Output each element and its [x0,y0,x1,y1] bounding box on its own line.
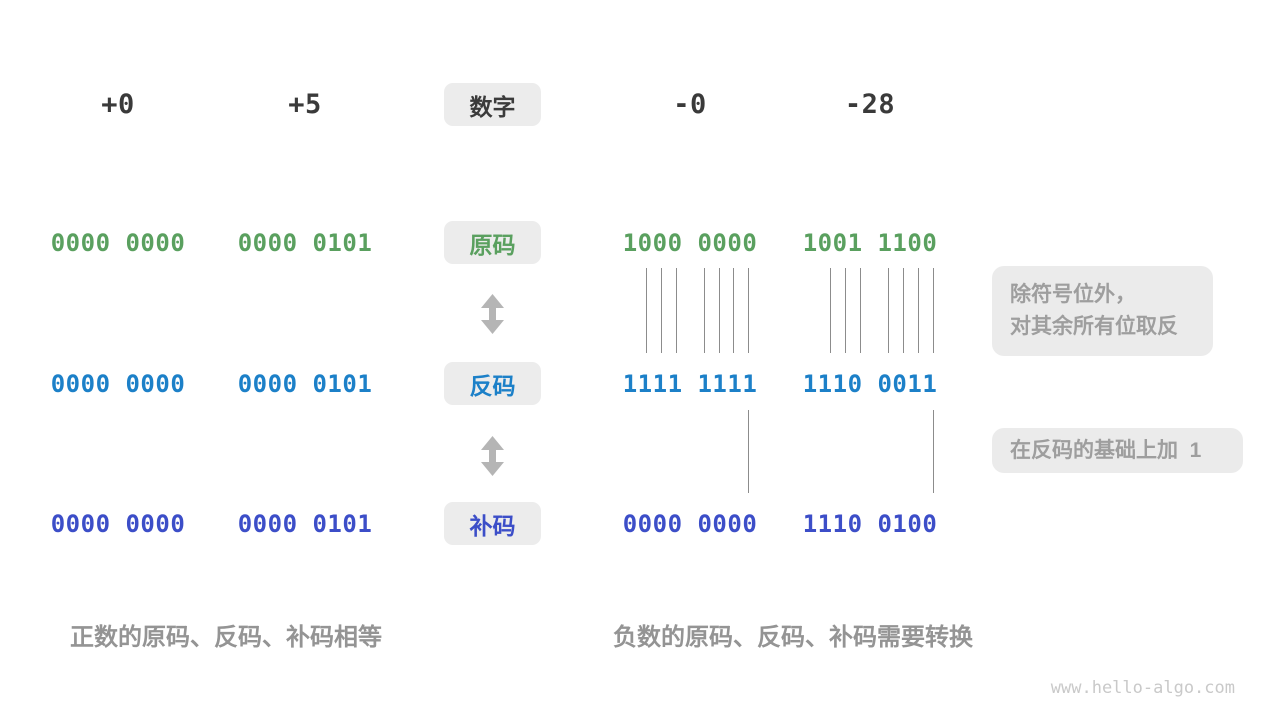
sign-magnitude-value: 0000 0000 [50,229,186,257]
twos-complement-value: 0000 0000 [622,510,758,538]
header-value-minus28: -28 [844,89,896,120]
up-down-arrow-icon [481,436,504,476]
caption-positive: 正数的原码、反码、补码相等 [70,624,382,651]
badge-number: 数字 [444,83,541,126]
caption-negative: 负数的原码、反码、补码需要转换 [613,624,973,651]
badge-sign-magnitude-label: 原码 [469,231,516,258]
badge-twos-complement: 补码 [444,502,541,545]
add-one-line-minus0 [748,410,749,493]
up-down-arrow-icon [481,294,504,334]
badge-twos-complement-label: 补码 [469,512,516,539]
watermark: www.hello-algo.com [1050,678,1235,698]
twos-complement-value: 0000 0101 [237,510,373,538]
invert-note-line1: 除符号位外， [1010,283,1136,306]
badge-sign-magnitude: 原码 [444,221,541,264]
twos-complement-value: 1110 0100 [802,510,938,538]
header-value-minus0: -0 [673,89,707,120]
invert-note: 除符号位外， 对其余所有位取反 [992,266,1213,356]
badge-ones-complement-label: 反码 [469,372,516,399]
ones-complement-value: 1110 0011 [802,370,938,398]
sign-magnitude-value: 0000 0101 [237,229,373,257]
header-value-plus0: +0 [101,89,135,120]
header-value-plus5: +5 [288,89,322,120]
ones-complement-value: 0000 0000 [50,370,186,398]
add-one-line-minus28 [933,410,934,493]
twos-complement-value: 0000 0000 [50,510,186,538]
invert-note-line2: 对其余所有位取反 [1010,315,1178,338]
ones-complement-value: 1111 1111 [622,370,758,398]
sign-magnitude-value: 1000 0000 [622,229,758,257]
sign-magnitude-value: 1001 1100 [802,229,938,257]
add-one-note: 在反码的基础上加 1 [992,428,1243,473]
add-one-note-text: 在反码的基础上加 1 [1010,438,1202,462]
badge-ones-complement: 反码 [444,362,541,405]
ones-complement-value: 0000 0101 [237,370,373,398]
badge-number-label: 数字 [469,93,516,120]
